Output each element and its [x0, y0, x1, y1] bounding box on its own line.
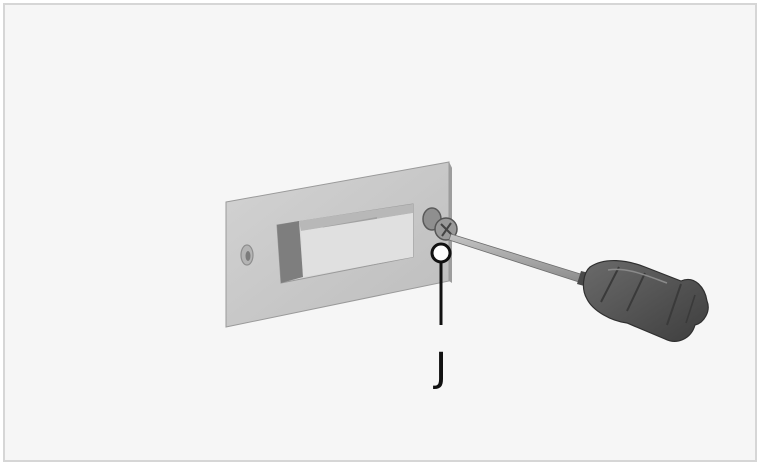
latch-body [276, 203, 414, 284]
callout-j: J [430, 242, 452, 391]
installation-illustration: J [225, 161, 709, 391]
callout-label: J [432, 345, 447, 391]
callout-marker [430, 242, 452, 264]
screw-icon [422, 207, 458, 241]
screwdriver-icon [448, 233, 709, 342]
illustration-frame: J [3, 3, 757, 462]
